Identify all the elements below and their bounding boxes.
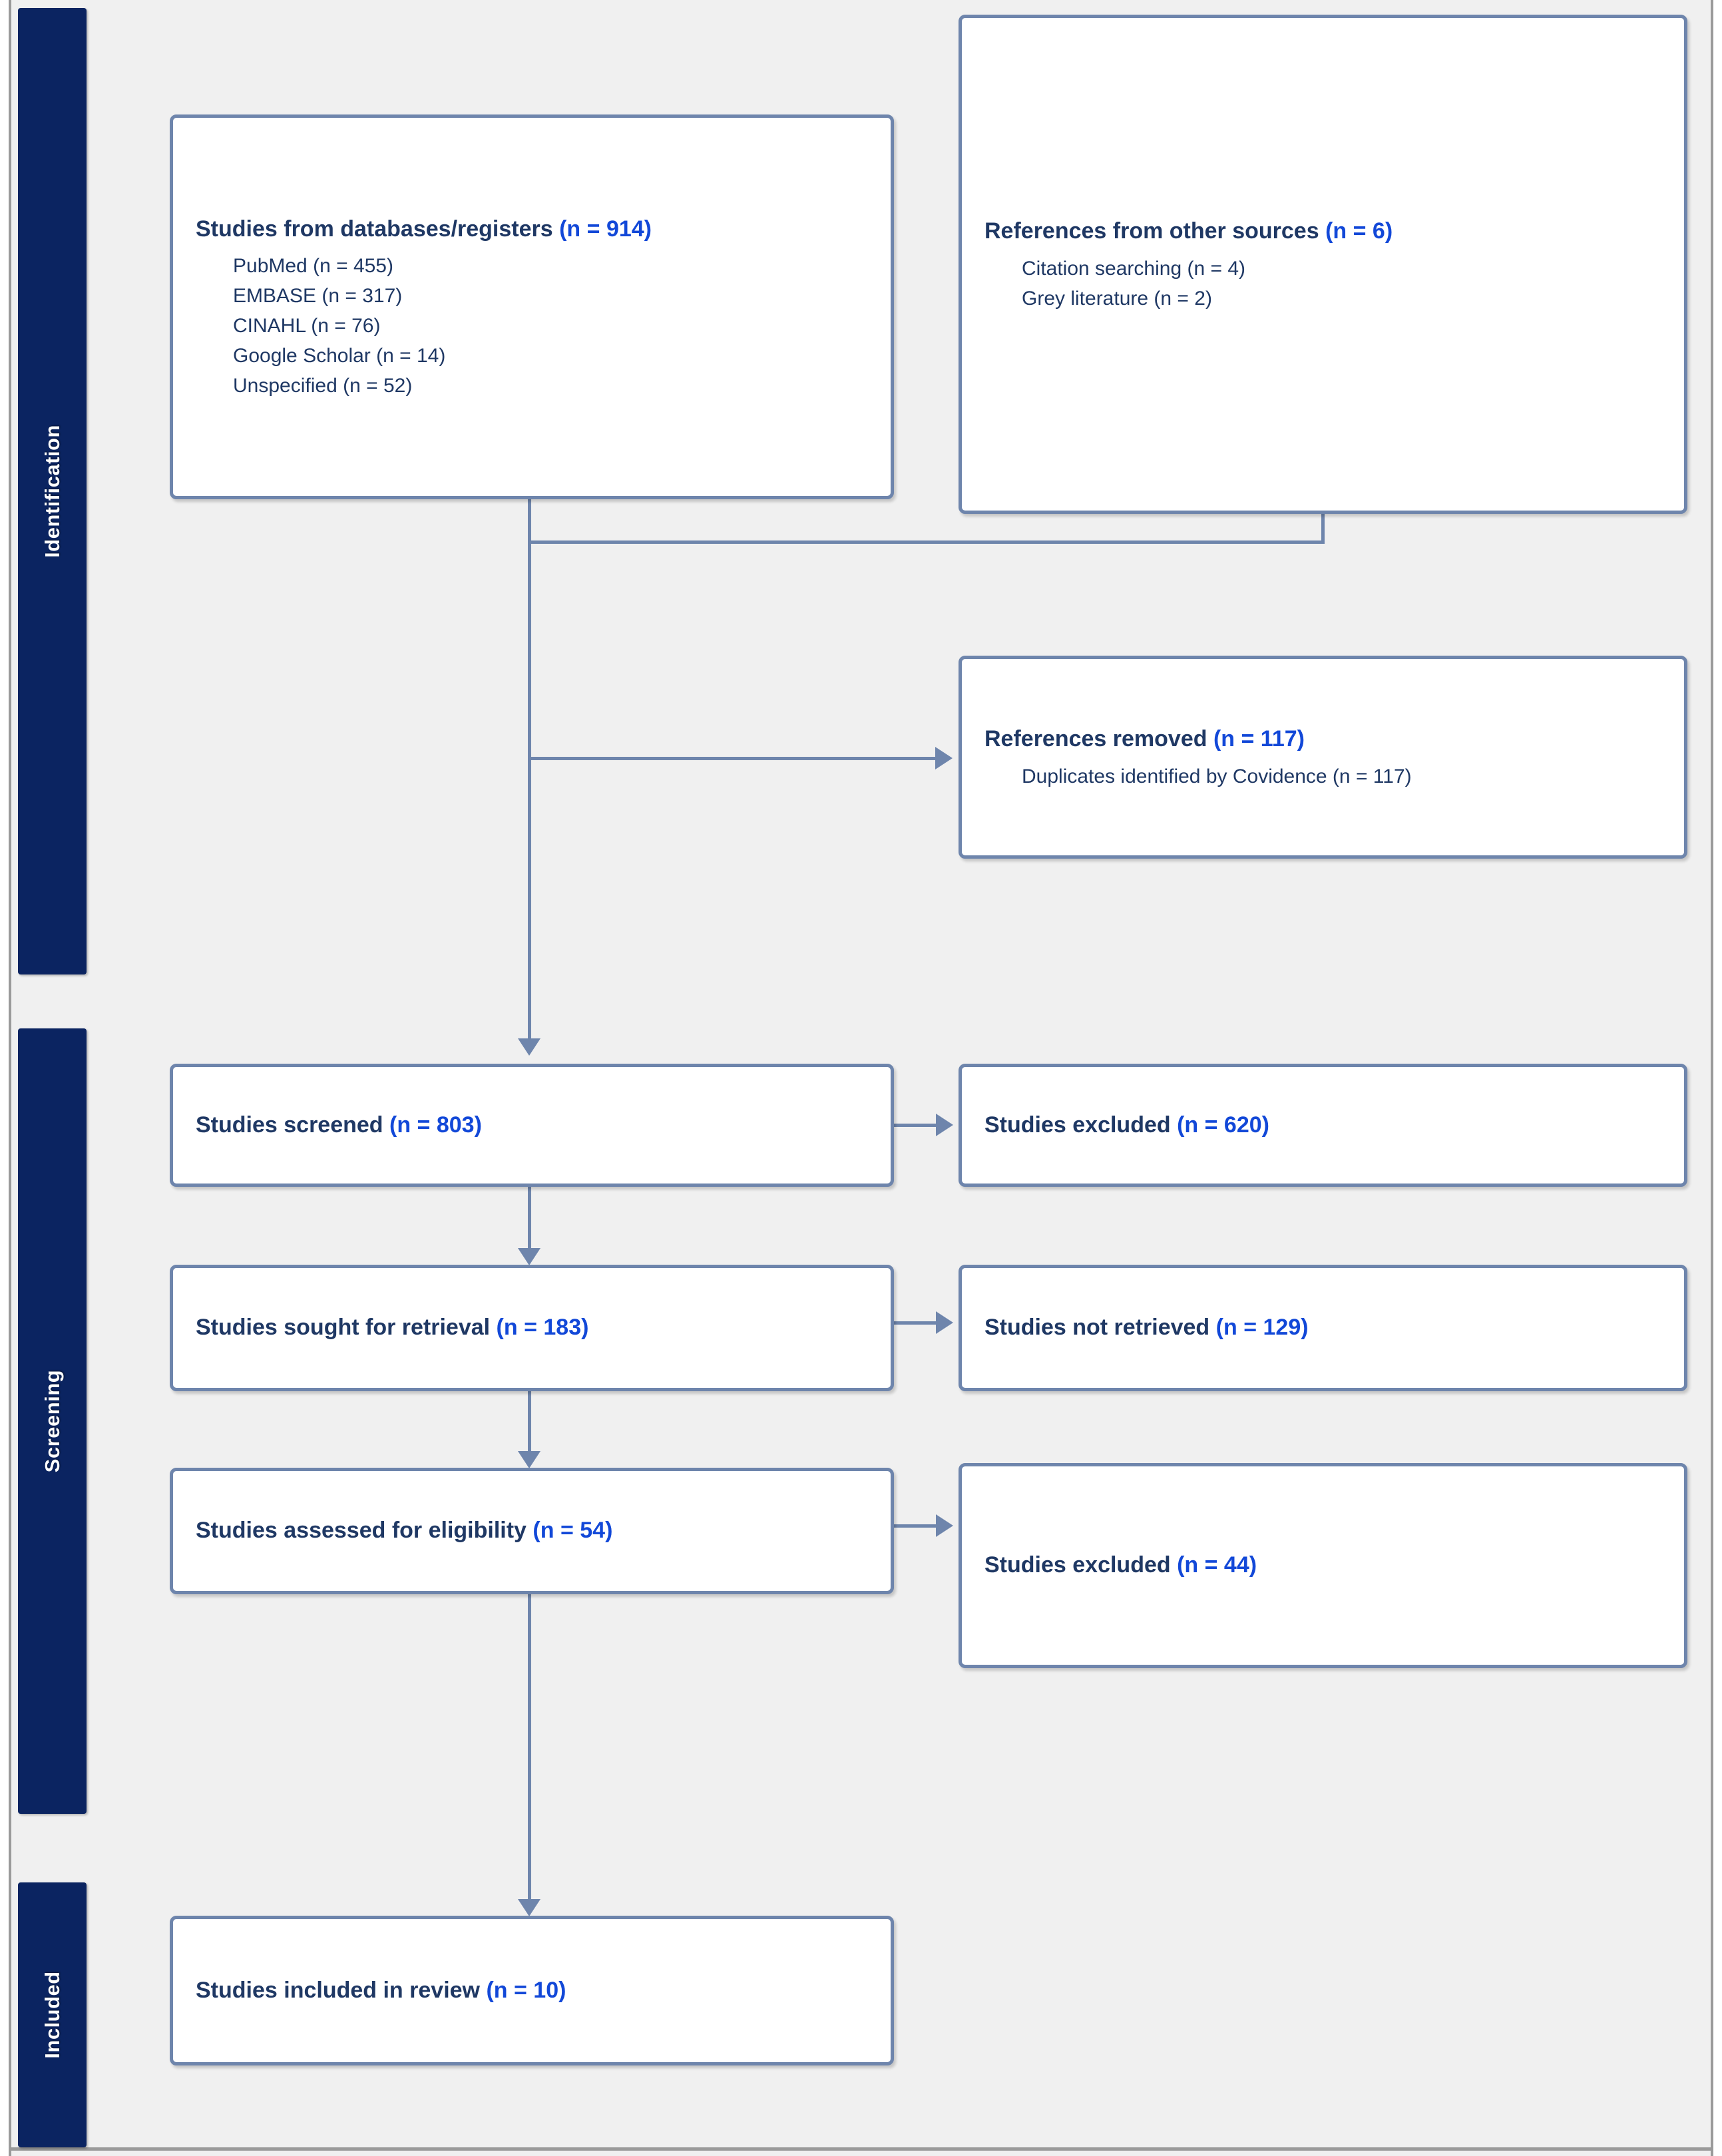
box-studies-included-in-review[interactable]: Studies included in review (n = 10) xyxy=(170,1916,894,2065)
box-title-text-studies-assessed: Studies assessed for eligibility xyxy=(196,1518,527,1544)
box-count-studies-assessed: (n = 54) xyxy=(533,1518,613,1544)
page-gutter-left xyxy=(0,0,9,2156)
stage-label-included: Included xyxy=(40,1971,64,2059)
connector-to-references-removed xyxy=(528,757,935,760)
box-references-removed[interactable]: References removed (n = 117) Duplicates … xyxy=(959,656,1687,859)
box-references-other-sources[interactable]: References from other sources (n = 6) Ci… xyxy=(959,15,1687,514)
connector-sought-to-not-retrieved xyxy=(892,1321,939,1325)
connector-sources-merge xyxy=(528,540,1325,544)
box-title-text-studies-excluded-eligibility: Studies excluded xyxy=(984,1552,1171,1578)
arrow-right-to-not-retrieved xyxy=(936,1311,953,1334)
box-count-databases: (n = 914) xyxy=(559,216,652,242)
list-item: EMBASE (n = 317) xyxy=(233,285,403,308)
arrow-down-to-assessed xyxy=(518,1451,540,1468)
list-item: Citation searching (n = 4) xyxy=(1022,257,1246,280)
stage-band-screening: Screening xyxy=(18,1028,87,1814)
box-title-studies-assessed: Studies assessed for eligibility (n = 54… xyxy=(196,1514,868,1547)
box-title-studies-screened: Studies screened (n = 803) xyxy=(196,1109,868,1142)
list-item: PubMed (n = 455) xyxy=(233,255,393,278)
arrow-right-to-eligibility-excluded xyxy=(936,1514,953,1537)
box-count-references-removed: (n = 117) xyxy=(1213,726,1305,752)
page-rule-left xyxy=(9,0,11,2156)
arrow-right-to-screened-excluded xyxy=(936,1114,953,1136)
arrow-down-to-sought xyxy=(518,1248,540,1265)
box-studies-excluded-screening[interactable]: Studies excluded (n = 620) xyxy=(959,1064,1687,1187)
box-title-text-other-sources: References from other sources xyxy=(984,218,1319,244)
box-sublist-references-removed: Duplicates identified by Covidence (n = … xyxy=(984,761,1661,791)
box-sublist-other-sources: Citation searching (n = 4) Grey literatu… xyxy=(984,254,1661,314)
list-item: CINAHL (n = 76) xyxy=(233,315,381,337)
box-studies-sought-for-retrieval[interactable]: Studies sought for retrieval (n = 183) xyxy=(170,1265,894,1391)
box-title-databases: Studies from databases/registers (n = 91… xyxy=(196,213,868,246)
box-title-studies-included: Studies included in review (n = 10) xyxy=(196,1974,868,2007)
stage-label-screening: Screening xyxy=(40,1369,64,1473)
box-title-text-databases: Studies from databases/registers xyxy=(196,216,553,242)
box-count-studies-excluded-screening: (n = 620) xyxy=(1177,1112,1269,1138)
connector-screened-to-excluded xyxy=(892,1124,939,1127)
box-count-studies-sought: (n = 183) xyxy=(496,1315,589,1341)
box-title-studies-excluded-screening: Studies excluded (n = 620) xyxy=(984,1109,1661,1142)
box-count-studies-not-retrieved: (n = 129) xyxy=(1215,1315,1309,1341)
connector-other-sources-down xyxy=(1321,511,1325,542)
box-title-text-studies-sought: Studies sought for retrieval xyxy=(196,1315,491,1341)
box-title-references-removed: References removed (n = 117) xyxy=(984,723,1661,755)
stage-band-included: Included xyxy=(18,1882,87,2147)
box-studies-assessed-for-eligibility[interactable]: Studies assessed for eligibility (n = 54… xyxy=(170,1468,894,1594)
box-count-studies-screened: (n = 803) xyxy=(389,1112,482,1138)
list-item: Unspecified (n = 52) xyxy=(233,375,413,397)
page-rule-right xyxy=(1711,0,1713,2156)
box-title-text-studies-not-retrieved: Studies not retrieved xyxy=(984,1315,1210,1341)
box-studies-screened[interactable]: Studies screened (n = 803) xyxy=(170,1064,894,1187)
page-rule-bottom xyxy=(9,2147,1713,2151)
list-item: Google Scholar (n = 14) xyxy=(233,345,446,367)
box-sublist-databases: PubMed (n = 455) EMBASE (n = 317) CINAHL… xyxy=(196,251,868,401)
box-title-studies-sought: Studies sought for retrieval (n = 183) xyxy=(196,1311,868,1344)
box-studies-excluded-eligibility[interactable]: Studies excluded (n = 44) xyxy=(959,1463,1687,1668)
box-title-text-studies-included: Studies included in review xyxy=(196,1977,480,2003)
box-title-text-studies-excluded-screening: Studies excluded xyxy=(984,1112,1171,1138)
box-studies-not-retrieved[interactable]: Studies not retrieved (n = 129) xyxy=(959,1265,1687,1391)
box-count-other-sources: (n = 6) xyxy=(1325,218,1393,244)
box-count-studies-included: (n = 10) xyxy=(486,1977,566,2003)
connector-main-trunk-identification xyxy=(528,540,531,1042)
connector-assessed-to-excluded xyxy=(892,1524,939,1528)
list-item: Grey literature (n = 2) xyxy=(1022,287,1212,310)
box-title-other-sources: References from other sources (n = 6) xyxy=(984,215,1661,248)
box-title-studies-excluded-eligibility: Studies excluded (n = 44) xyxy=(984,1549,1661,1582)
box-count-studies-excluded-eligibility: (n = 44) xyxy=(1177,1552,1257,1578)
list-item: Duplicates identified by Covidence (n = … xyxy=(1022,765,1412,787)
box-title-text-references-removed: References removed xyxy=(984,726,1207,752)
connector-screened-to-sought xyxy=(528,1186,531,1253)
arrow-right-to-references-removed xyxy=(935,747,953,769)
box-studies-from-databases[interactable]: Studies from databases/registers (n = 91… xyxy=(170,114,894,499)
stage-band-identification: Identification xyxy=(18,8,87,974)
arrow-down-to-screened xyxy=(518,1038,540,1056)
box-title-text-studies-screened: Studies screened xyxy=(196,1112,383,1138)
connector-assessed-to-included xyxy=(528,1594,531,1904)
box-title-studies-not-retrieved: Studies not retrieved (n = 129) xyxy=(984,1311,1661,1344)
stage-label-identification: Identification xyxy=(40,425,64,558)
connector-sought-to-assessed xyxy=(528,1391,531,1458)
page-gutter-right xyxy=(1713,0,1722,2156)
connector-databases-down xyxy=(528,496,531,542)
arrow-down-to-included xyxy=(518,1899,540,1916)
